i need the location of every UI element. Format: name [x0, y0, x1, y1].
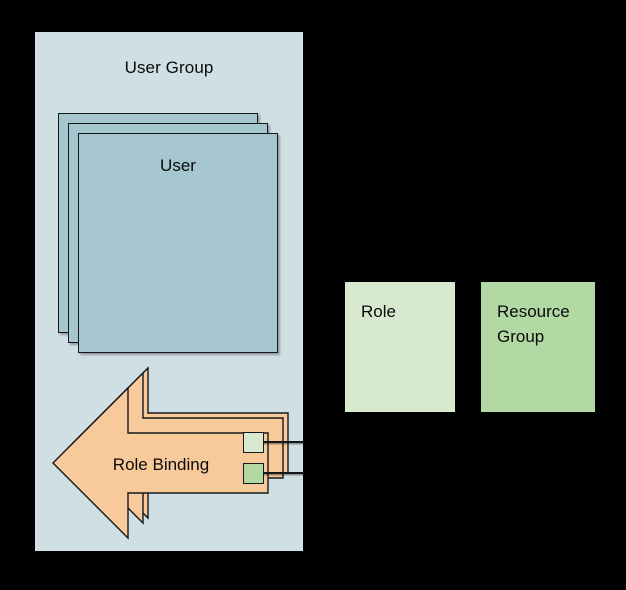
- user-card-front[interactable]: User: [78, 133, 278, 353]
- role-binding-role-swatch[interactable]: [243, 432, 264, 453]
- resource-connector-line: [263, 472, 304, 474]
- user-label: User: [160, 156, 196, 175]
- resource-group-box[interactable]: Resource Group: [481, 282, 595, 412]
- resource-group-box-label-line2: Group: [497, 326, 545, 346]
- role-connector-line: [263, 441, 304, 443]
- resource-group-box-label: Resource Group: [497, 300, 579, 349]
- role-binding-layer-front[interactable]: Role Binding: [52, 386, 269, 540]
- role-binding-arrow-front-shape: Role Binding: [52, 386, 269, 540]
- user-group-label: User Group: [124, 58, 214, 77]
- role-binding-label: Role Binding: [113, 455, 209, 474]
- role-box[interactable]: Role: [345, 282, 455, 412]
- resource-group-box-label-line1: Resource: [497, 302, 570, 321]
- role-binding-resource-swatch[interactable]: [243, 463, 264, 484]
- role-box-label: Role: [361, 302, 396, 321]
